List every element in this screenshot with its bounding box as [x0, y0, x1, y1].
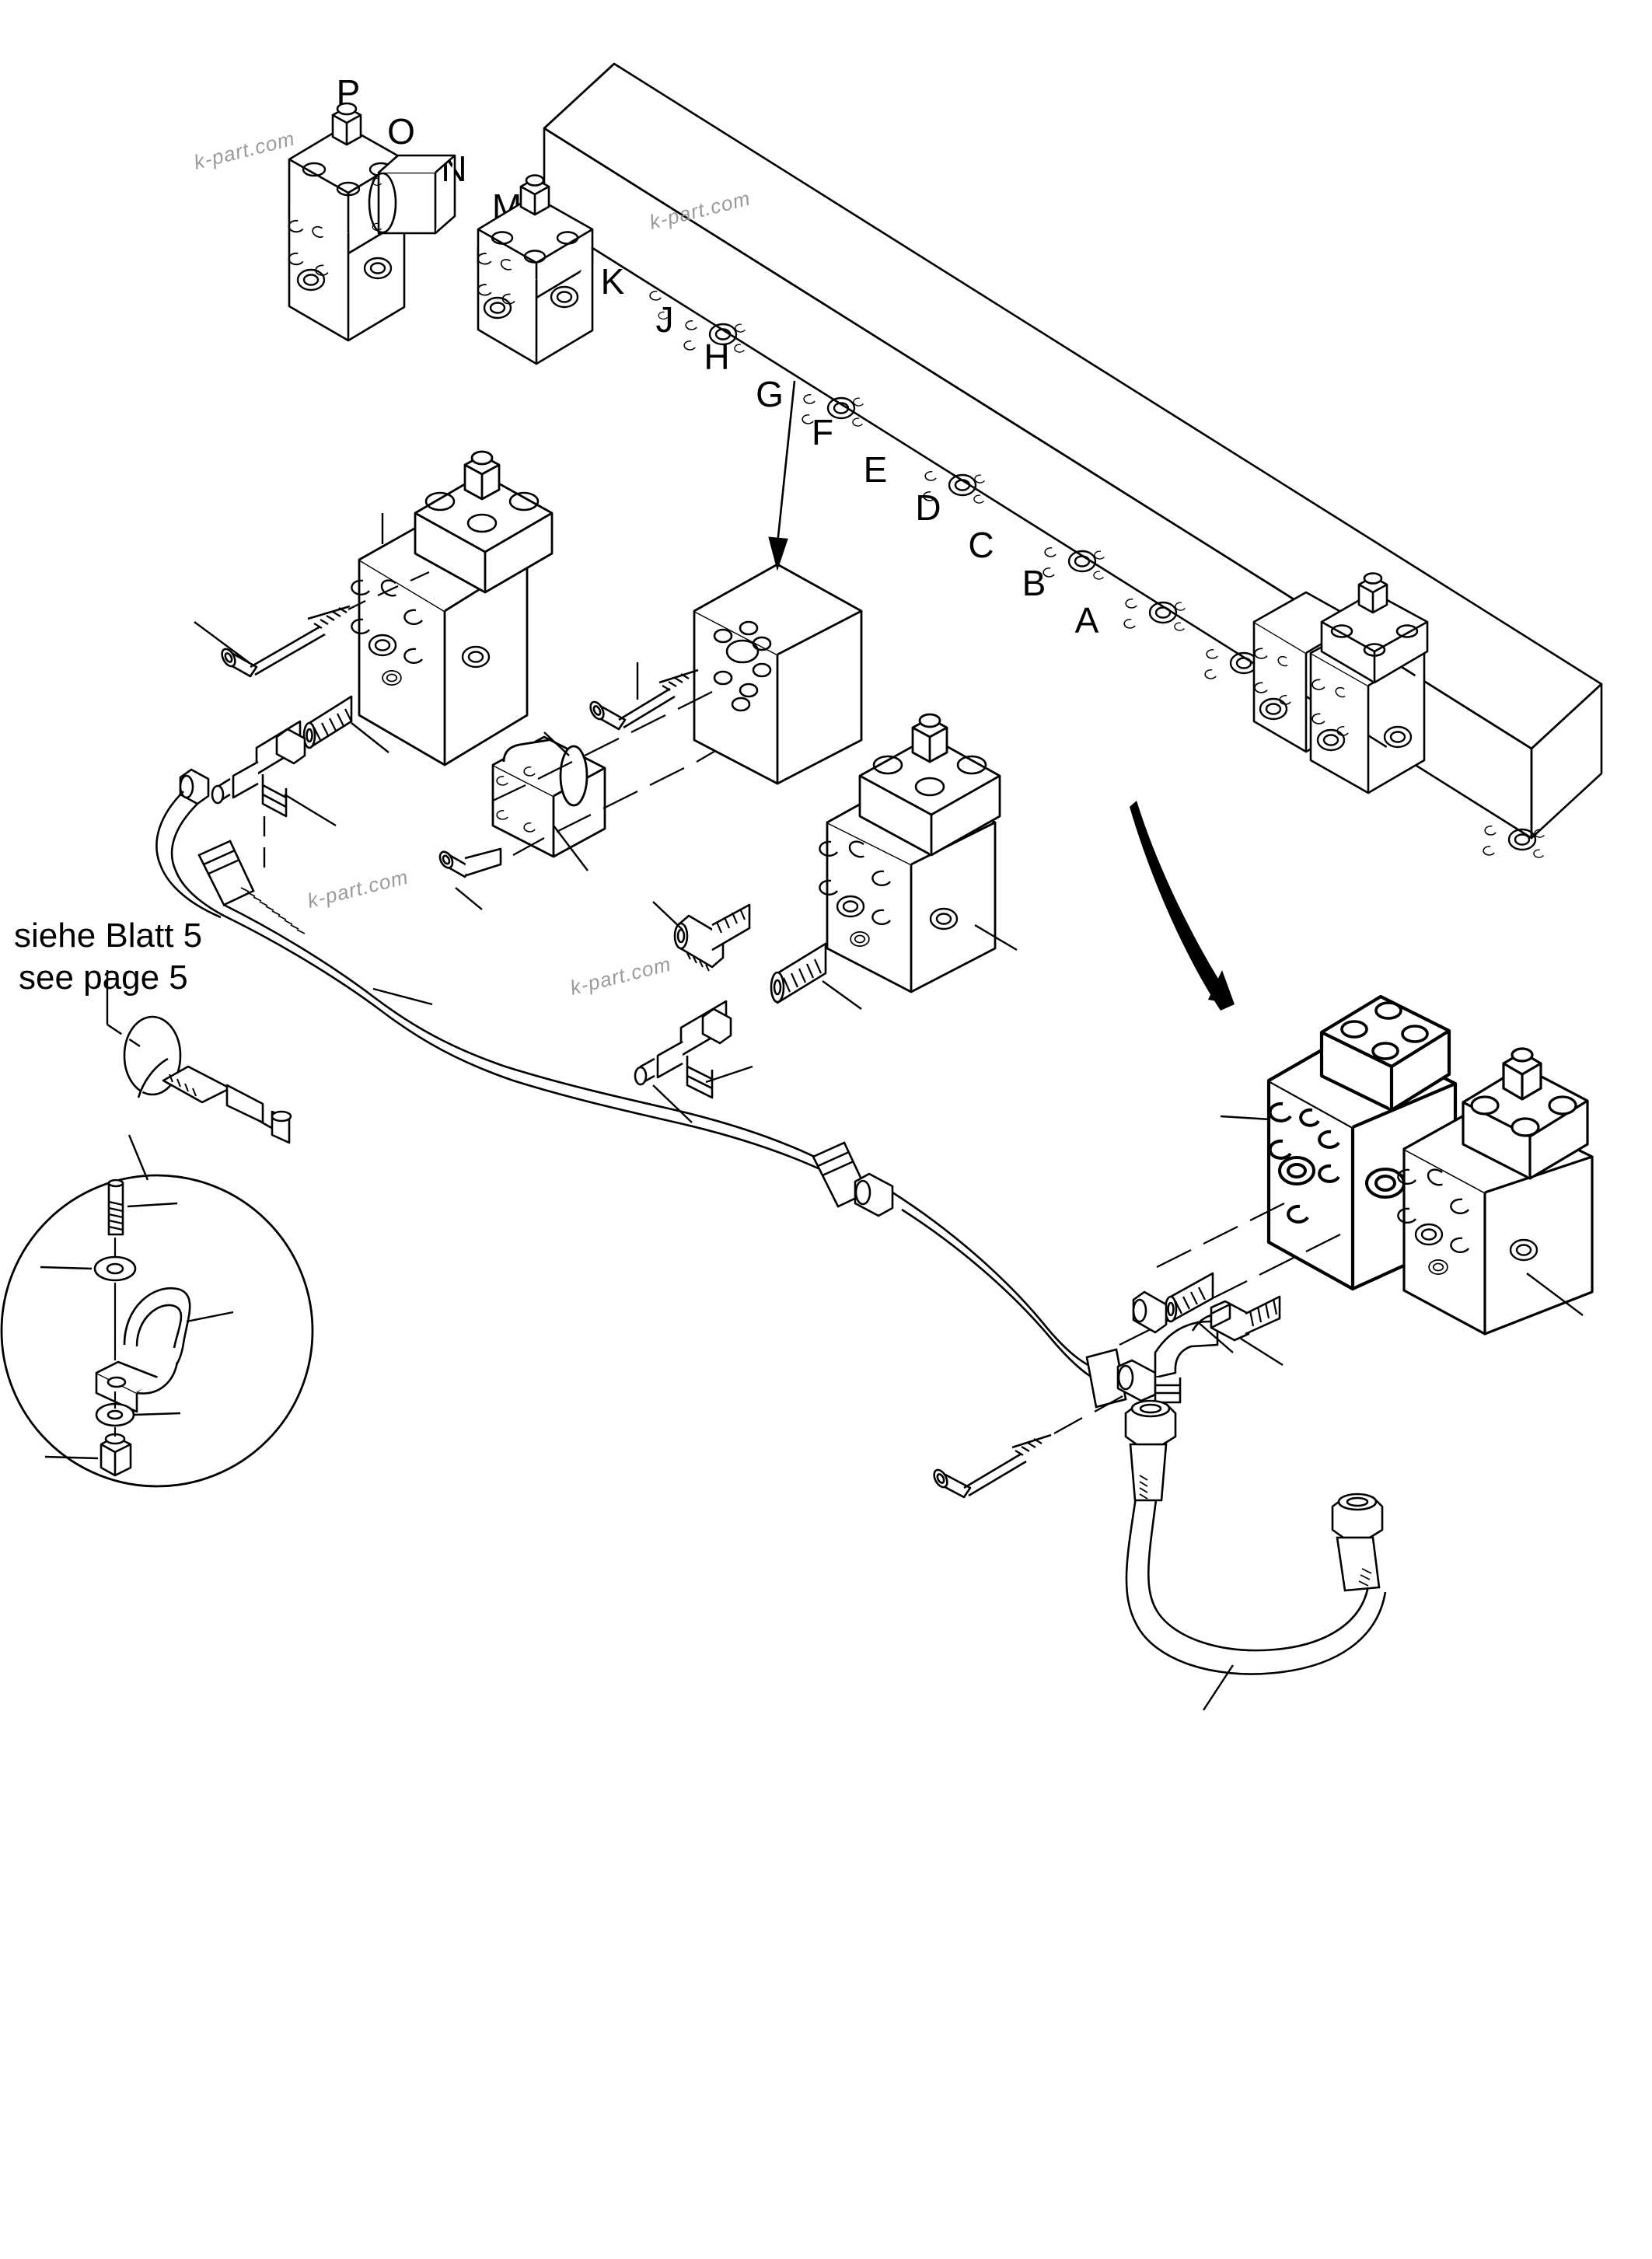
socket-bolt-left — [221, 605, 351, 678]
socket-bolt-center — [589, 669, 699, 731]
leader-line — [107, 1024, 141, 1047]
leader-line — [133, 1412, 181, 1416]
leader-line — [40, 1266, 93, 1270]
valve-block-lower-right-a-cap — [1319, 994, 1451, 1112]
center-axis-line — [1156, 1203, 1285, 1268]
valve-block-lower-right-b-cartridge-nut — [1502, 1047, 1542, 1101]
hose-short-ferrule-right — [1336, 1536, 1381, 1592]
valve-block-center-bolt-holes — [713, 620, 772, 712]
leader-line — [822, 980, 862, 1010]
leader-line — [372, 987, 433, 1006]
leader-line — [543, 731, 570, 756]
socket-bolt-plate — [438, 847, 502, 878]
clamp-bolt — [107, 1178, 124, 1236]
port-label-B: B — [1022, 563, 1046, 603]
leader-line — [284, 793, 337, 827]
port-label-H: H — [704, 337, 729, 377]
port-label-E: E — [864, 449, 888, 490]
hose-right-ferrule — [1085, 1348, 1127, 1409]
leader-line — [1196, 1321, 1234, 1353]
hose-long — [155, 791, 834, 1177]
callout-arrow-down — [768, 380, 796, 571]
cross-reference-line-en: see page 5 — [19, 958, 188, 997]
port-label-A: A — [1075, 600, 1099, 641]
center-axis-line — [492, 691, 713, 801]
hose-right-nut — [1116, 1359, 1157, 1402]
valve-block-top-cartridge-nut — [331, 102, 362, 146]
callout-arrow-curved — [1130, 801, 1235, 1011]
leader-line — [652, 901, 683, 930]
leader-line — [553, 825, 589, 871]
straight-adapter-lower-center — [770, 942, 827, 1004]
seal-ring — [559, 745, 589, 807]
knurled-plug — [673, 903, 751, 972]
valve-block-mid-ports — [477, 231, 579, 319]
valve-block-upper-left-ports — [351, 491, 540, 686]
center-axis-line — [348, 571, 430, 610]
center-axis-line — [512, 750, 716, 856]
leader-line — [44, 1455, 99, 1460]
valve-block-upper-left-cartridge-nut — [463, 450, 501, 501]
port-label-J: J — [656, 299, 674, 340]
cross-reference-line-de: siehe Blatt 5 — [14, 917, 202, 955]
port-label-F: F — [812, 412, 833, 452]
valve-block-center — [693, 563, 863, 785]
straight-adapter-lr-left — [1164, 1272, 1214, 1323]
leader-line — [705, 1065, 753, 1084]
port-label-K: K — [601, 261, 625, 302]
leader-line — [652, 1084, 693, 1123]
valve-block-flanged-small — [368, 154, 456, 235]
hose-short-nut-left — [1124, 1399, 1177, 1446]
hose-short-nut-right — [1331, 1493, 1384, 1539]
leader-line — [127, 1202, 178, 1208]
straight-adapter-lower-right — [1210, 1303, 1231, 1329]
port-label-D: D — [915, 487, 941, 528]
center-axis-line — [1053, 1395, 1123, 1434]
hose-long-nut-right — [854, 1172, 894, 1217]
leader-line — [186, 1311, 234, 1323]
valve-block-lower-center-ports — [819, 755, 987, 947]
detail-circle-outline — [0, 1174, 314, 1488]
tee-fitting-left — [211, 720, 306, 818]
clamp-washer-upper — [93, 1255, 137, 1282]
hose-short-ferrule-left — [1129, 1443, 1168, 1502]
pipe-clamp-detail-items — [40, 1178, 234, 1477]
socket-bolt-lower-right — [933, 1433, 1052, 1499]
valve-block-lower-right-b-cap — [1462, 1065, 1589, 1180]
leader-line — [1220, 1115, 1271, 1121]
port-label-G: G — [756, 374, 784, 414]
leader-line — [1526, 1273, 1584, 1316]
valve-block-top — [288, 124, 406, 342]
leader-line — [351, 722, 389, 753]
leader-line — [455, 887, 483, 910]
leader-line — [1202, 1664, 1235, 1711]
valve-block-mid-cartridge-nut — [519, 174, 550, 216]
port-label-C: C — [968, 525, 994, 565]
hose-short — [1125, 1492, 1387, 1675]
leader-line — [194, 621, 250, 663]
leader-line — [974, 924, 1018, 951]
tee-fitting-center — [634, 1000, 732, 1099]
elbow-fitting-lr — [1132, 1290, 1168, 1334]
valve-block-lower-center-cartridge-nut — [911, 713, 948, 763]
detail-pointer-line — [127, 1134, 149, 1181]
valve-block-right-front-cap — [1320, 572, 1429, 684]
pipe-clamp — [95, 1287, 191, 1413]
pipe-clamp-in-assembly — [123, 1015, 292, 1144]
leader-line — [1240, 1337, 1284, 1367]
valve-block-mid — [477, 194, 594, 365]
straight-adapter-left — [302, 695, 353, 749]
port-label-O: O — [387, 111, 415, 152]
